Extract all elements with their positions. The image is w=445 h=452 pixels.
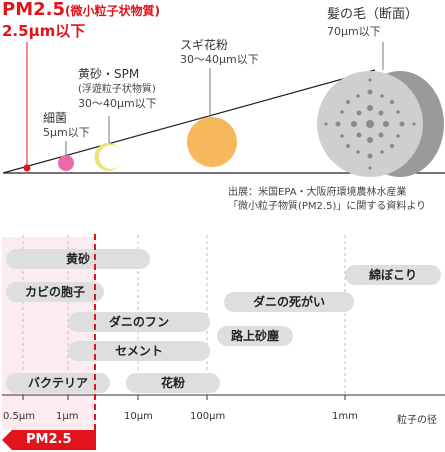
range-bar-dust-mite-remains: ダニの死がい: [224, 292, 354, 312]
tick-particle-diameter: 粒子の径: [397, 415, 437, 426]
source-line-2: 「微小粒子物質(PM2.5)」に関する資料より: [228, 201, 427, 212]
range-bar-dust-mite-feces: ダニのフン: [68, 312, 210, 332]
pm25-subtitle: 2.5μm以下: [2, 22, 86, 40]
bacteria-circle: [58, 155, 74, 171]
pm25-dot: [23, 164, 31, 172]
dust-circle: [94, 142, 120, 171]
pm25-title-suffix: (微小粒子状物質): [65, 4, 160, 18]
hair-size: 70μm以下: [327, 25, 381, 38]
tick-100um: 100μm: [190, 411, 226, 422]
tick-10um: 10μm: [124, 411, 153, 422]
tick-0-5um: 0.5μm: [3, 411, 36, 422]
dust-name: 黄砂・SPM: [78, 67, 140, 81]
hair-dots: [324, 78, 416, 170]
range-bar-cement: セメント: [68, 341, 210, 361]
source-line-1: 出展：米国EPA・大阪府環境農林水産業: [228, 187, 407, 198]
cedar-circle: [187, 117, 237, 167]
pm25-marker-arrow: [2, 430, 96, 450]
cedar-name: スギ花粉: [180, 38, 229, 52]
bacteria-name: 細菌: [43, 111, 68, 125]
hair-name: 髪の毛（断面）: [327, 7, 419, 22]
tick-1um: 1μm: [56, 411, 79, 422]
cedar-size: 30〜40μm以下: [180, 53, 259, 66]
range-bar-cotton-dust: 綿ぼこり: [345, 265, 441, 285]
pm25-marker-label: PM2.5: [26, 432, 72, 447]
dust-size: 30〜40μm以下: [78, 97, 157, 110]
pm25-title: PM2.5(微小粒子状物質): [2, 0, 160, 20]
pm25-marker-line: [94, 234, 96, 430]
tick-1mm: 1mm: [332, 411, 358, 422]
pm25-zone: [2, 237, 95, 430]
range-bar-kosa: 黄砂: [6, 249, 150, 269]
range-bar-road-dust: 路上砂塵: [217, 326, 293, 346]
range-bar-mold-spores: カビの胞子: [6, 282, 104, 302]
pm25-title-text: PM2.5: [2, 0, 65, 20]
dust-note: (浮遊粒子状物質): [78, 84, 156, 95]
size-comparison-graphic: [2, 42, 445, 177]
bacteria-size: 5μm以下: [43, 126, 90, 139]
range-bar-bacteria: バクテリア: [6, 373, 110, 393]
range-bar-pollen: 花粉: [126, 373, 220, 393]
